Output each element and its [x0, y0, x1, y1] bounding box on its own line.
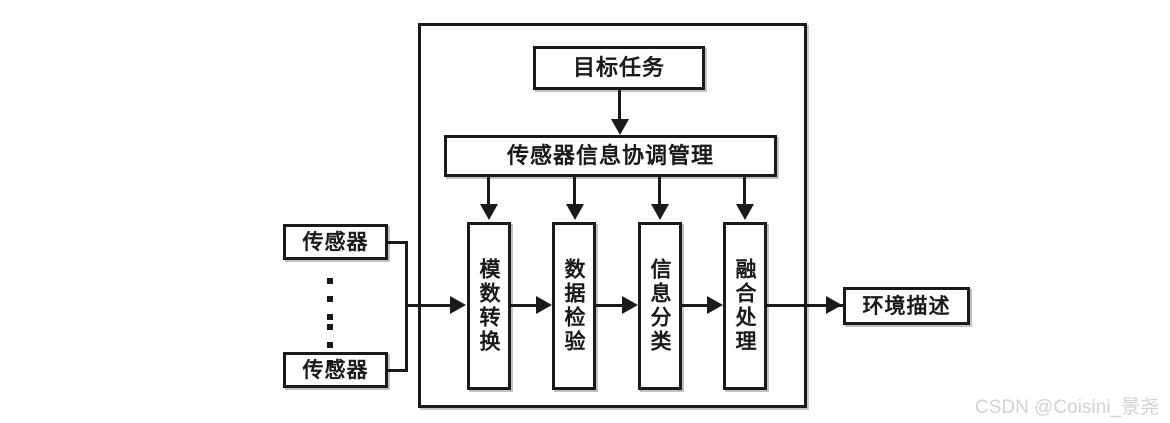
- environment-description-label: 环境描述: [862, 293, 951, 318]
- arrowhead-task-to-coordination: [611, 119, 629, 135]
- ellipsis-dot: [327, 278, 333, 284]
- target-task-label: 目标任务: [572, 55, 665, 81]
- process-box-data-verification[interactable]: 数据检验: [552, 222, 596, 390]
- process-box-label-3: 信息分类: [648, 258, 673, 354]
- sensor-box-top[interactable]: 传感器: [283, 224, 388, 260]
- ellipsis-dot: [327, 324, 333, 330]
- process-box-label-1: 模数转换: [477, 258, 502, 354]
- arrowhead-process-4-to-output: [826, 296, 842, 314]
- connector-process-4-to-output: [767, 304, 845, 307]
- coordination-management-label: 传感器信息协调管理: [506, 143, 714, 169]
- arrowhead-bus-to-process-1: [450, 296, 466, 314]
- connector-process-1-to-2: [511, 304, 539, 307]
- arrowhead-coordination-to-process-2: [566, 204, 584, 220]
- connector-coordination-to-process-4: [743, 177, 746, 206]
- sensor-box-bottom[interactable]: 传感器: [283, 352, 388, 388]
- connector-coordination-to-process-2: [573, 177, 576, 206]
- connector-task-to-coordination: [618, 90, 621, 121]
- sensor-ellipsis-upper: [327, 272, 333, 326]
- process-box-information-classification[interactable]: 信息分类: [638, 222, 682, 390]
- process-box-analog-digital-conversion[interactable]: 模数转换: [467, 222, 511, 390]
- connector-sensor-top-to-bus: [386, 241, 408, 244]
- sensor-ellipsis-lower: [327, 318, 333, 372]
- connector-sensor-bottom-to-bus: [386, 369, 408, 372]
- arrowhead-process-2-to-3: [622, 296, 638, 314]
- connector-bus-to-process-1: [405, 304, 460, 307]
- watermark-text: CSDN @Coisini_景尧: [975, 397, 1159, 418]
- arrowhead-coordination-to-process-3: [651, 204, 669, 220]
- process-box-label-2: 数据检验: [562, 258, 587, 354]
- process-box-fusion-processing[interactable]: 融合处理: [723, 222, 767, 390]
- target-task-box[interactable]: 目标任务: [533, 46, 705, 90]
- ellipsis-dot: [327, 360, 333, 366]
- connector-process-2-to-3: [596, 304, 624, 307]
- arrowhead-coordination-to-process-1: [480, 204, 498, 220]
- ellipsis-dot: [327, 296, 333, 302]
- environment-description-box[interactable]: 环境描述: [843, 287, 970, 325]
- arrowhead-coordination-to-process-4: [736, 204, 754, 220]
- arrowhead-process-1-to-2: [536, 296, 552, 314]
- sensor-label-top: 传感器: [302, 229, 369, 254]
- connector-coordination-to-process-1: [487, 177, 490, 206]
- coordination-management-box[interactable]: 传感器信息协调管理: [444, 135, 777, 177]
- ellipsis-dot: [327, 342, 333, 348]
- process-box-label-4: 融合处理: [733, 258, 758, 354]
- arrowhead-process-3-to-4: [707, 296, 723, 314]
- connector-coordination-to-process-3: [658, 177, 661, 206]
- sensor-label-bottom: 传感器: [302, 357, 369, 382]
- connector-process-3-to-4: [682, 304, 710, 307]
- fusion-unit-container: [418, 23, 807, 408]
- ellipsis-dot: [327, 314, 333, 320]
